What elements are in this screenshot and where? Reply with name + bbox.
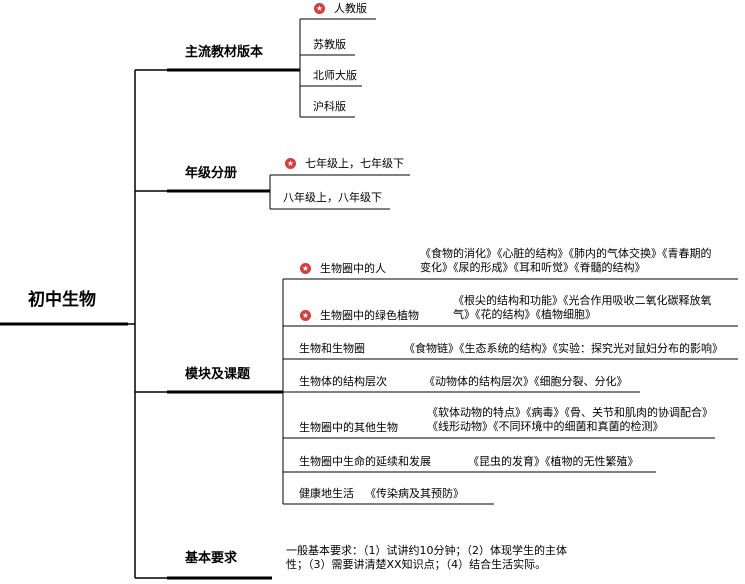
category-textbook: 主流教材版本 xyxy=(185,45,264,60)
star-icon: ★ xyxy=(300,310,311,321)
star-icon: ★ xyxy=(300,263,311,274)
category-grade: 年级分册 xyxy=(185,166,238,181)
textbook-item-beishida: 北师大版 xyxy=(313,69,357,82)
category-modules: 模块及课题 xyxy=(185,367,251,382)
module-name-green-plants: 生物圈中的绿色植物 xyxy=(320,309,419,322)
grade-item-seventh: 七年级上，七年级下 xyxy=(305,157,404,170)
module-topics-life-continuation: 《昆虫的发育》《植物的无性繁殖》 xyxy=(468,455,639,468)
textbook-item-renjiao: 人教版 xyxy=(334,2,367,15)
grade-item-eighth: 八年级上，八年级下 xyxy=(283,191,382,204)
module-topics-structure: 《动物体的结构层次》《细胞分裂、分化》 xyxy=(424,375,628,388)
module-name-structure: 生物体的结构层次 xyxy=(299,375,387,388)
requirements-text: 一般基本要求：（1）试讲约10分钟；（2）体现学生的主体性；（3）需要讲清楚XX… xyxy=(286,544,567,571)
star-icon: ★ xyxy=(285,158,296,169)
module-name-biosphere: 生物和生物圈 xyxy=(299,342,365,355)
star-icon: ★ xyxy=(314,3,325,14)
root-title: 初中生物 xyxy=(28,290,96,310)
module-topics-other-organisms: 《软体动物的特点》《病毒》《骨、关节和肌肉的协调配合》《线形动物》《不同环境中的… xyxy=(427,406,708,433)
module-topics-biosphere: 《食物链》《生态系统的结构》《实验：探究光对鼠妇分布的影响》 xyxy=(404,342,723,355)
module-name-healthy-living: 健康地生活 xyxy=(299,487,354,500)
module-name-human: 生物圈中的人 xyxy=(320,262,386,275)
textbook-item-sujiao: 苏教版 xyxy=(313,38,346,51)
module-topics-green-plants: 《根尖的结构和功能》《光合作用吸收二氧化碳释放氧气》《花的结构》《植物细胞》 xyxy=(453,294,712,321)
module-name-life-continuation: 生物圈中生命的延续和发展 xyxy=(299,455,431,468)
module-topics-human: 《食物的消化》《心脏的结构》《肺内的气体交换》《青春期的变化》《尿的形成》《耳和… xyxy=(420,247,712,274)
module-topics-healthy-living: 《传染病及其预防》 xyxy=(365,487,464,500)
category-requirements: 基本要求 xyxy=(185,551,238,566)
textbook-item-hukeban: 沪科版 xyxy=(313,100,346,113)
module-name-other-organisms: 生物圈中的其他生物 xyxy=(299,421,398,434)
